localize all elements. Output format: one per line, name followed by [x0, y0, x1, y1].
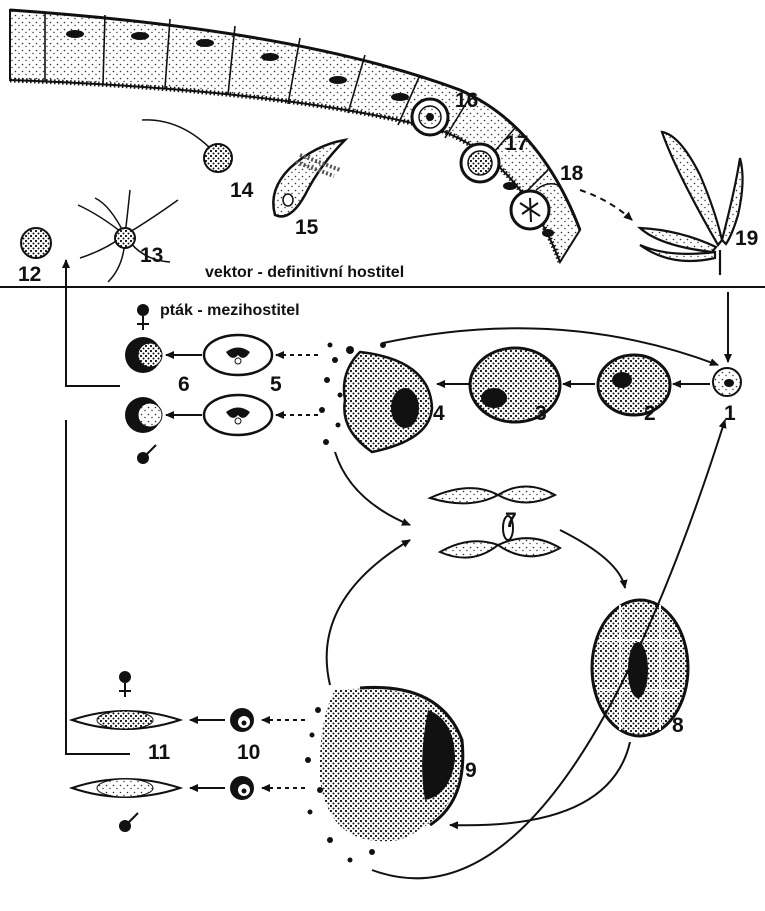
zygote-12 — [21, 228, 51, 258]
stage-label-1: 1 — [724, 403, 736, 424]
stage-label-4: 4 — [433, 403, 445, 424]
ookinete-15 — [273, 140, 345, 216]
stage-label-3: 3 — [535, 403, 547, 424]
stage-label-15: 15 — [295, 217, 318, 238]
vector-host-label: vektor - definitivní hostitel — [205, 265, 404, 281]
stage-label-7: 7 — [505, 510, 517, 531]
stage-label-19: 19 — [735, 228, 758, 249]
microgametocyte-13 — [78, 190, 178, 282]
stage-label-5: 5 — [270, 374, 282, 395]
oocyst-16 — [412, 99, 448, 135]
male-symbol-lower — [119, 813, 138, 832]
sporozoite-stage-1 — [713, 368, 741, 396]
erythrocytes-stage-5 — [204, 335, 272, 435]
female-symbol — [137, 304, 149, 330]
stage-label-11: 11 — [148, 742, 170, 763]
stage-label-18: 18 — [560, 163, 583, 184]
stage-label-6: 6 — [178, 374, 190, 395]
gametocytes-stage-6 — [125, 337, 162, 433]
stage-label-16: 16 — [455, 90, 478, 111]
stage-label-12: 12 — [18, 264, 41, 285]
stage-label-8: 8 — [672, 715, 684, 736]
oocyst-17 — [461, 144, 499, 182]
female-symbol-lower — [119, 671, 131, 697]
stage-label-14: 14 — [230, 180, 253, 201]
host-cells-stage-7 — [430, 487, 560, 558]
stage-label-2: 2 — [644, 403, 656, 424]
schizont-stage-4 — [319, 342, 432, 452]
stage-label-9: 9 — [465, 760, 477, 781]
schizont-stage-2 — [598, 355, 670, 415]
stage-label-10: 10 — [237, 742, 260, 763]
schizont-stage-9 — [305, 687, 463, 862]
stage-label-17: 17 — [505, 133, 528, 154]
bird-host-label: pták - mezihostitel — [160, 303, 300, 319]
stage-label-13: 13 — [140, 245, 163, 266]
gamete-14 — [142, 120, 232, 172]
salivary-gland-19 — [640, 132, 743, 275]
male-symbol — [137, 445, 156, 464]
